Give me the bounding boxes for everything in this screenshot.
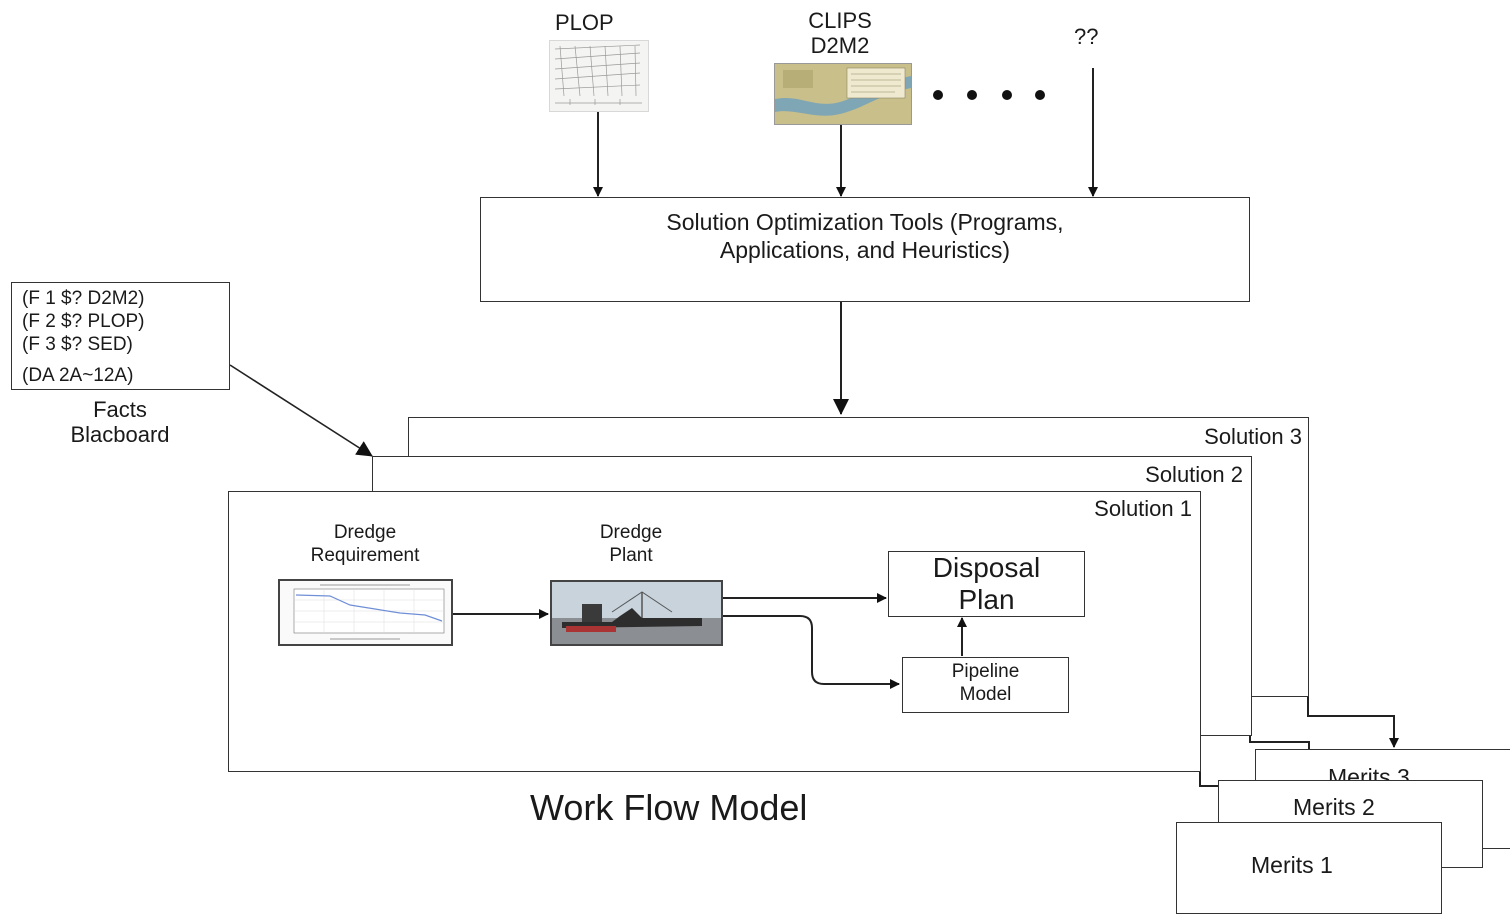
optimization-tools-line1: Solution Optimization Tools (Programs, (666, 209, 1064, 235)
dredge-plant-line1: Dredge (599, 522, 663, 543)
dredge-requirement-label: Dredge Requirement (265, 522, 465, 568)
dredge-requirement-chart-thumbnail (278, 579, 453, 646)
dredge-requirement-line1: Dredge (333, 522, 397, 543)
facts-caption-line2: Blacboard (70, 422, 170, 448)
optimization-tools-box: Solution Optimization Tools (Programs, A… (480, 197, 1250, 302)
optimization-tools-label: Solution Optimization Tools (Programs, A… (481, 208, 1249, 264)
map-icon (775, 64, 911, 124)
clips-label-line2: D2M2 (810, 33, 870, 59)
dredge-ship-icon (552, 582, 721, 644)
merits-1-box: Merits 1 (1176, 822, 1442, 914)
solution-1-label: Solution 1 (1094, 496, 1192, 521)
disposal-plan-line2: Plan (958, 583, 1015, 615)
pipeline-model-line2: Model (959, 683, 1012, 705)
fact-item-1: (F 1 $? D2M2) (22, 288, 145, 309)
facts-caption-line1: Facts (93, 397, 147, 422)
pipeline-model-label: Pipeline Model (903, 661, 1068, 707)
facts-blackboard-box: (F 1 $? D2M2) (F 2 $? PLOP) (F 3 $? SED)… (11, 282, 230, 390)
clips-label-line1: CLIPS (808, 8, 872, 33)
fact-item-4: (DA 2A~12A) (22, 365, 134, 386)
merits-2-label: Merits 2 (1293, 794, 1375, 820)
facts-blackboard-caption: Facts Blacboard (20, 397, 220, 448)
solution-2-label: Solution 2 (1145, 462, 1243, 487)
arrow-facts-to-solutions (229, 364, 373, 457)
dredge-plant-photo-thumbnail (550, 580, 723, 646)
fact-item-3: (F 3 $? SED) (22, 334, 133, 355)
plop-thumbnail (549, 40, 649, 112)
plop-label: PLOP (555, 10, 614, 35)
pipeline-model-line1: Pipeline (951, 661, 1020, 682)
dredge-requirement-line2: Requirement (310, 544, 420, 566)
clips-label: CLIPS D2M2 (790, 8, 890, 59)
disposal-plan-line1: Disposal (932, 552, 1041, 583)
dredge-plant-label: Dredge Plant (560, 522, 702, 568)
unknown-source-label: ?? (1074, 24, 1099, 49)
disposal-plan-label: Disposal Plan (889, 552, 1084, 616)
dredge-plant-line2: Plant (609, 544, 653, 566)
fact-item-2: (F 2 $? PLOP) (22, 311, 145, 332)
dots-icon (933, 90, 1045, 100)
solution-3-label: Solution 3 (1204, 424, 1302, 449)
clips-map-thumbnail (774, 63, 912, 125)
pipeline-model-box: Pipeline Model (902, 657, 1069, 713)
optimization-tools-line2: Applications, and Heuristics) (719, 237, 1011, 264)
grid-chart-icon (554, 44, 642, 105)
work-flow-model-title: Work Flow Model (530, 787, 808, 828)
line-chart-icon (293, 584, 445, 640)
disposal-plan-box: Disposal Plan (888, 551, 1085, 617)
merits-1-label: Merits 1 (1251, 852, 1333, 878)
arrow-plant-to-pipeline (723, 615, 900, 689)
